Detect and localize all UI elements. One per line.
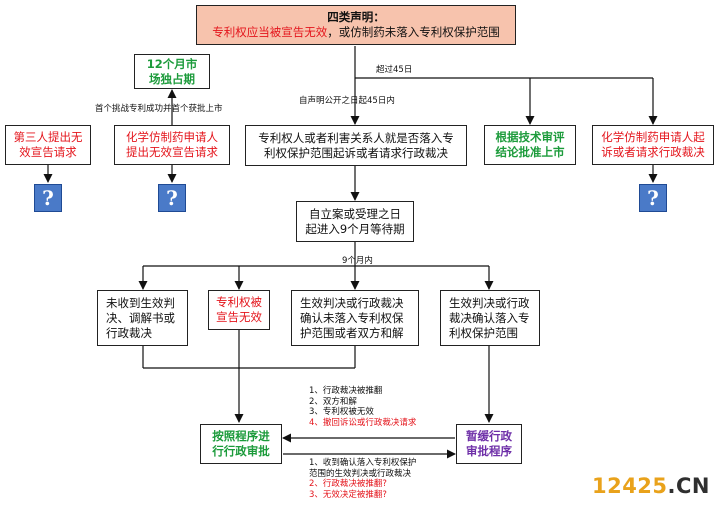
tech-review-line2: 结论批准上市: [495, 145, 565, 159]
market-exclusivity-line1: 12个月市: [146, 56, 198, 71]
market-exclusivity-line2: 场独占期: [149, 71, 195, 86]
applicant-invalidation-box: 化学仿制药申请人 提出无效宣告请求: [114, 125, 230, 165]
applicant-invalid-line2: 提出无效宣告请求: [126, 145, 218, 159]
over-45-days-label: 超过45日: [376, 65, 412, 76]
resume-reason-1: 1、行政裁决被推翻: [309, 386, 383, 396]
third-party-line1: 第三人提出无: [13, 130, 83, 144]
nine-months-label: 9个月内: [342, 256, 373, 267]
applicant-invalid-line1: 化学仿制药申请人: [126, 130, 218, 144]
question-mark-icon: ?: [639, 184, 667, 212]
settled-line1: 生效判决或行政裁决: [300, 295, 404, 310]
no-effective-ruling-box: 未收到生效判 决、调解书或 行政裁决: [97, 290, 188, 346]
first-challenge-text: 首个挑战专利成功并首个获批上市: [95, 104, 223, 114]
patentee-lawsuit-box: 专利权人或者利害关系人就是否落入专 利权保护范围起诉或者请求行政裁决: [245, 125, 467, 166]
suspend-reason-1b: 范围的生效判决或行政裁决: [309, 468, 412, 479]
suspend-reasons-list: 1、收到确认落入专利权保护 范围的生效判决或行政裁决 2、行政裁决被推翻? 3、…: [309, 458, 416, 500]
over-45-days-text: 超过45日: [376, 65, 413, 75]
infringing-line1: 生效判决或行政: [449, 295, 530, 310]
lawsuit-line1: 专利权人或者利害关系人就是否落入专: [258, 130, 454, 145]
within-45-days-label: 自声明公开之日起45日内: [299, 96, 395, 107]
wait-line1: 自立案或受理之日: [309, 206, 401, 221]
question-mark-icon: ?: [34, 184, 62, 212]
normal-approval-box: 按照程序进 行行政审批: [200, 424, 282, 464]
invalidated-line2: 宣告无效: [216, 310, 262, 324]
suspended-approval-line2: 审批程序: [466, 444, 512, 458]
declaration-subtitle-red: 专利权应当被宣告无效: [212, 25, 328, 39]
question-mark-icon: ?: [158, 184, 186, 212]
four-type-declaration-box: 四类声明： 专利权应当被宣告无效，或仿制药未落入专利权保护范围: [196, 5, 516, 45]
resume-reason-2: 2、双方和解: [309, 396, 357, 407]
nine-month-wait-box: 自立案或受理之日 起进入9个月等待期: [296, 201, 414, 242]
declaration-title: 四类声明：: [327, 10, 385, 24]
normal-approval-line2: 行行政审批: [212, 444, 270, 458]
applicant-ruling-box: 化学仿制药申请人起 诉或者请求行政裁决: [592, 125, 714, 165]
infringing-line2: 裁决确认落入专: [449, 310, 530, 325]
suspended-approval-line1: 暂缓行政: [466, 429, 512, 443]
suspended-approval-box: 暂缓行政 审批程序: [456, 424, 522, 464]
third-party-invalidation-box: 第三人提出无 效宣告请求: [5, 125, 91, 165]
declaration-subtitle-rest: ，或仿制药未落入专利权保护范围: [327, 25, 500, 39]
not-infringing-settled-box: 生效判决或行政裁决 确认未落入专利权保 护范围或者双方和解: [291, 290, 419, 346]
first-challenge-label: 首个挑战专利成功并首个获批上市: [95, 104, 223, 115]
watermark-digits: 12425: [591, 474, 668, 498]
suspend-reason-2: 2、行政裁决被推翻?: [309, 479, 387, 489]
resume-reasons-list: 1、行政裁决被推翻 2、双方和解 3、专利权被无效 4、撤回诉讼或行政裁决请求: [309, 386, 416, 428]
market-exclusivity-box: 12个月市 场独占期: [134, 54, 210, 89]
patent-invalidated-box: 专利权被 宣告无效: [208, 290, 270, 330]
suspend-reason-3: 3、无效决定被推翻?: [309, 489, 387, 500]
no-ruling-line1: 未收到生效判: [106, 295, 175, 310]
tech-review-line1: 根据技术审评: [495, 130, 565, 144]
settled-line3: 护范围或者双方和解: [300, 325, 404, 340]
normal-approval-line1: 按照程序进: [212, 429, 270, 443]
infringing-ruling-box: 生效判决或行政 裁决确认落入专 利权保护范围: [440, 290, 540, 346]
declaration-subtitle: 专利权应当被宣告无效，或仿制药未落入专利权保护范围: [212, 25, 500, 40]
applicant-ruling-line2: 诉或者请求行政裁决: [601, 145, 705, 159]
watermark-suffix: .CN: [667, 474, 710, 498]
settled-line2: 确认未落入专利权保: [300, 310, 404, 325]
suspend-reason-1a: 1、收到确认落入专利权保护: [309, 458, 417, 468]
infringing-line3: 利权保护范围: [449, 325, 518, 340]
lawsuit-line2: 利权保护范围起诉或者请求行政裁决: [264, 145, 448, 160]
no-ruling-line2: 决、调解书或: [106, 310, 175, 325]
technical-review-box: 根据技术审评 结论批准上市: [484, 125, 576, 165]
resume-reason-3: 3、专利权被无效: [309, 407, 374, 417]
site-watermark-logo: 12425.CN: [592, 474, 710, 498]
within-45-days-text: 自声明公开之日起45日内: [299, 96, 395, 106]
resume-reason-4: 4、撤回诉讼或行政裁决请求: [309, 417, 417, 428]
wait-line2: 起进入9个月等待期: [305, 221, 405, 236]
invalidated-line1: 专利权被: [216, 295, 262, 309]
third-party-line2: 效宣告请求: [19, 145, 77, 159]
no-ruling-line3: 行政裁决: [106, 325, 152, 340]
nine-months-text: 9个月内: [342, 256, 373, 266]
applicant-ruling-line1: 化学仿制药申请人起: [601, 130, 705, 144]
